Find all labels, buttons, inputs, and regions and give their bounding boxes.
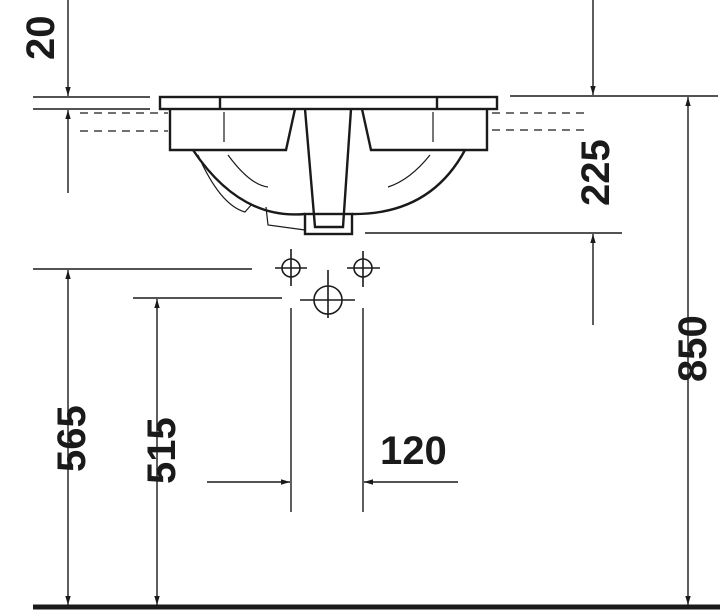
dimension-arrows (65, 0, 691, 605)
basin-detail-lines (197, 112, 434, 231)
dim-225-label: 225 (574, 139, 618, 206)
dim-20-label: 20 (19, 16, 63, 61)
extension-lines (33, 95, 718, 512)
dim-515-label: 515 (140, 417, 184, 484)
dim-565-label: 565 (50, 405, 94, 472)
tap-holes (275, 249, 380, 318)
dim-850-label: 850 (671, 315, 715, 382)
countertop-dashed-lines (80, 112, 590, 132)
washbasin (158, 95, 499, 236)
dim-120-label: 120 (380, 429, 447, 473)
